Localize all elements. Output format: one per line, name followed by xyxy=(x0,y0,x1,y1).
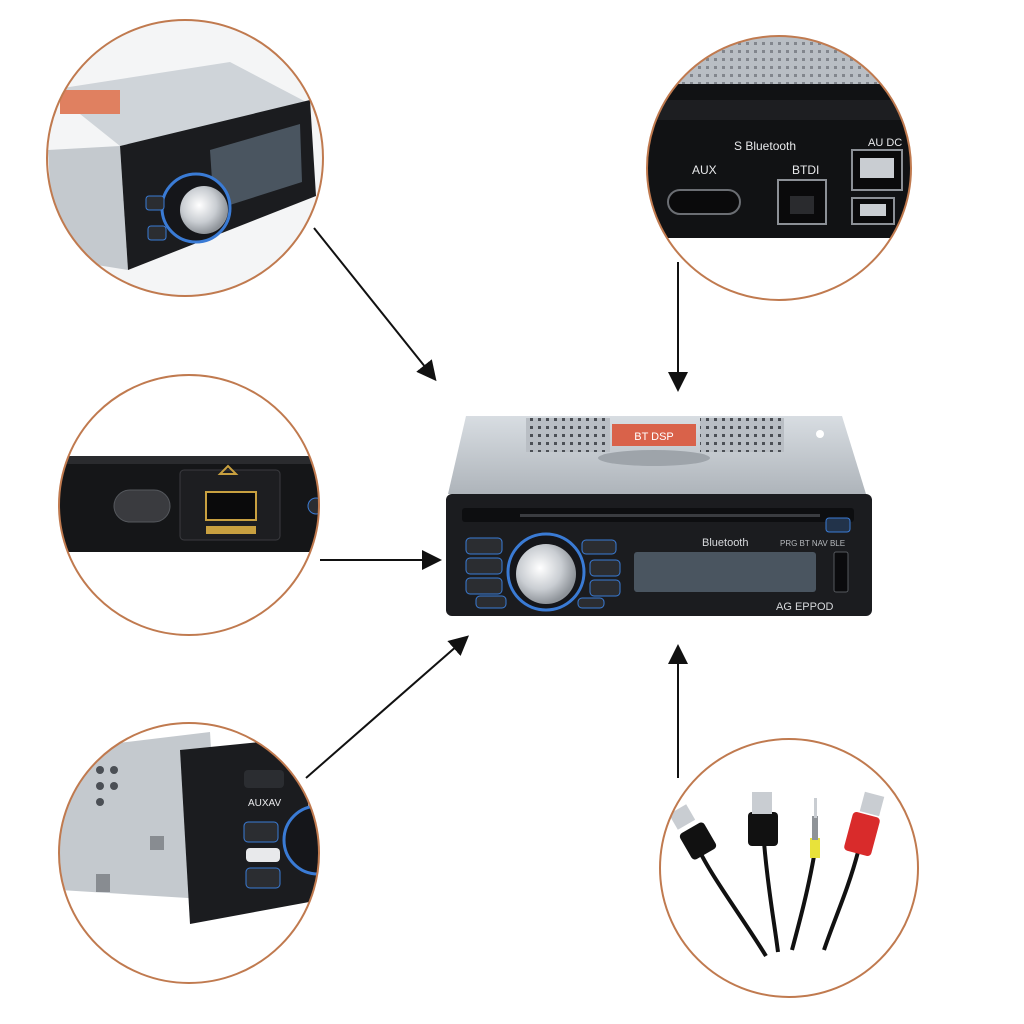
bt-port-label: BTDI xyxy=(792,163,819,177)
side-button-label: AUXAV xyxy=(248,798,281,809)
arrow-bottom-left xyxy=(305,635,470,779)
aux-plug xyxy=(810,838,820,858)
aux-label: AUX xyxy=(692,163,717,177)
side-button-3 xyxy=(246,848,280,862)
chassis-sticker xyxy=(612,424,696,446)
bluetooth-label: S Bluetooth xyxy=(734,139,796,153)
callout-rear-ports: S Bluetooth AUX BTDI AU DC xyxy=(646,35,912,301)
eject-button xyxy=(825,517,851,533)
button-right-2 xyxy=(589,559,621,577)
button-left-2 xyxy=(465,557,503,575)
usb-port-2 xyxy=(851,197,895,225)
callout-front-panel-closeup xyxy=(58,374,320,636)
callout-side-angle: AUXAV xyxy=(58,722,320,984)
usb-plug-1 xyxy=(679,822,717,860)
side-button-4 xyxy=(245,867,281,889)
usb-slot-front xyxy=(833,551,849,593)
button-left-1 xyxy=(465,537,503,555)
usb-label: AU DC xyxy=(868,137,902,149)
usb-plug-red xyxy=(844,811,880,857)
button-left-3 xyxy=(465,577,503,595)
button-right-3 xyxy=(589,579,621,597)
arrow-top-left xyxy=(313,227,437,382)
callout-cables xyxy=(659,738,919,998)
cd-slot xyxy=(520,514,820,517)
lcd-display xyxy=(634,552,816,592)
display-small-text: PRG BT NAV BLE xyxy=(780,539,845,548)
sticker-text: BT DSP xyxy=(634,431,674,443)
button-left-4 xyxy=(475,595,507,609)
button-right-1 xyxy=(581,539,617,555)
oval-button xyxy=(113,489,171,523)
aux-port xyxy=(667,189,741,215)
side-button-1 xyxy=(244,770,284,788)
arrows xyxy=(305,227,688,779)
usb-plug-2 xyxy=(748,812,778,846)
side-button-2 xyxy=(243,821,279,843)
display-brand: Bluetooth xyxy=(702,537,748,549)
button-right-4 xyxy=(577,597,605,609)
car-stereo-unit: BT DSP Bluetooth PRG BT NAV BLE AG EPPOD xyxy=(446,416,872,616)
callout-side-view xyxy=(46,19,324,297)
model-label: AG EPPOD xyxy=(776,601,834,613)
volume-knob xyxy=(516,544,576,604)
